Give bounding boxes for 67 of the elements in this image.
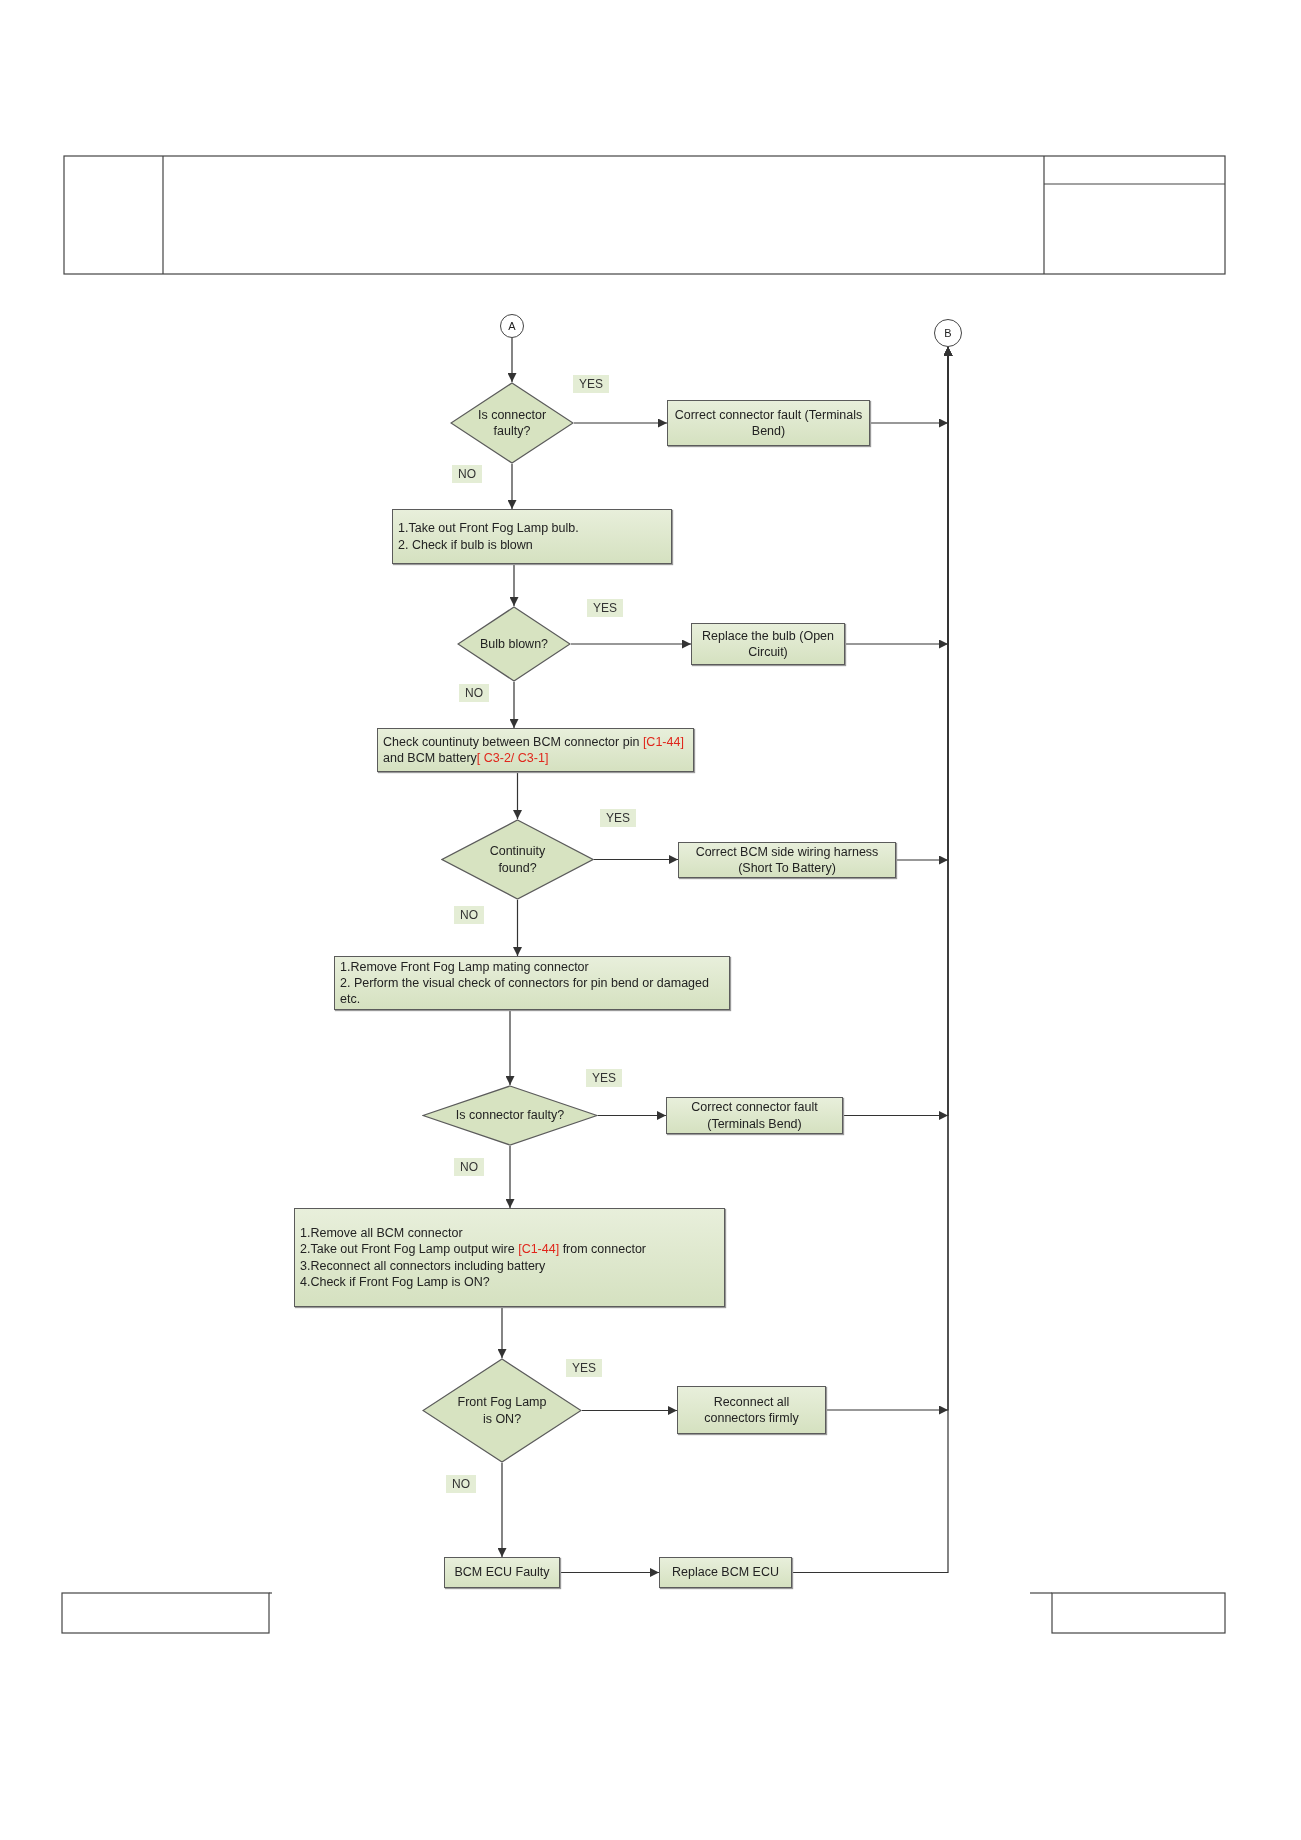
- arrow: [509, 681, 519, 729]
- arrow: [505, 1009, 515, 1086]
- step-text: Correct connector fault (Terminals Bend): [690, 1099, 819, 1132]
- arrow: [559, 1568, 660, 1577]
- arrow: [497, 1462, 507, 1558]
- arrow: [593, 855, 679, 864]
- decision-text: Is connector faulty?: [476, 406, 548, 440]
- edge-label: YES: [566, 1359, 602, 1377]
- edge-label: NO: [454, 906, 484, 924]
- process-box: [667, 400, 870, 446]
- step-text: 1.Remove all BCM connector: [300, 1225, 464, 1242]
- decision-text: Is connector faulty?: [455, 1107, 565, 1124]
- arrow: [497, 1306, 507, 1359]
- decision-text: Continuity found?: [488, 843, 547, 876]
- process-box: [677, 1386, 826, 1434]
- process-box: [444, 1557, 560, 1588]
- process-box: [294, 1208, 725, 1307]
- step-text: Check countinuty between BCM connector pin [C1-44] and BCM battery[ C3-2/ C3-1]: [383, 733, 685, 767]
- arrow: [791, 346, 953, 1574]
- arrow: [570, 639, 692, 649]
- step-text: 2. Perform the visual check of connectors for pin bend or damaged etc.: [340, 974, 710, 1008]
- edge-label: NO: [459, 684, 489, 702]
- process-box: [678, 842, 896, 878]
- process-box: [334, 956, 730, 1010]
- step-text: 1.Take out Front Fog Lamp bulb.: [398, 520, 580, 537]
- connector-circle: [500, 314, 524, 338]
- connector-label: B: [944, 325, 952, 341]
- process-box: [691, 623, 845, 665]
- edge-label: NO: [454, 1158, 484, 1176]
- arrow: [505, 1145, 515, 1209]
- step-text: Correct BCM side wiring harness (Short To Battery): [694, 843, 880, 877]
- step-text: Correct connector fault (Terminals Bend): [673, 406, 864, 440]
- edge-label: YES: [573, 375, 609, 393]
- arrow: [573, 418, 668, 428]
- step-text: BCM ECU Faulty: [454, 1564, 550, 1581]
- decision-diamond: [450, 382, 574, 464]
- edge-label: YES: [586, 1069, 622, 1087]
- arrow: [581, 1406, 678, 1415]
- edge-label: NO: [452, 465, 482, 483]
- decision-diamond: [457, 606, 571, 682]
- step-text: 3.Reconnect all connectors including battery: [300, 1257, 547, 1274]
- arrow: [513, 899, 522, 957]
- step-text: 2.Take out Front Fog Lamp output wire [C1-44] from connector: [300, 1241, 647, 1258]
- edge-label: YES: [587, 599, 623, 617]
- step-text: Replace the bulb (Open Circuit): [701, 627, 835, 661]
- connector-circle: [934, 319, 962, 347]
- decision-diamond: [422, 1085, 598, 1146]
- arrow: [509, 563, 519, 607]
- process-box: [392, 509, 672, 564]
- arrow: [597, 1111, 667, 1120]
- process-box: [659, 1557, 792, 1588]
- decision-text: Front Fog Lamp is ON?: [456, 1394, 548, 1427]
- step-text: Replace BCM ECU: [672, 1564, 779, 1581]
- step-text: 1.Remove Front Fog Lamp mating connector: [340, 958, 590, 975]
- arrow: [507, 463, 517, 510]
- step-text: 2. Check if bulb is blown: [398, 536, 534, 553]
- decision-diamond: [441, 819, 594, 900]
- edge-label: YES: [600, 809, 636, 827]
- step-text: Reconnect all connectors firmly: [703, 1393, 800, 1427]
- process-box: [666, 1097, 843, 1134]
- process-box: [377, 728, 694, 772]
- edge-label: NO: [446, 1475, 476, 1493]
- arrow: [513, 771, 522, 820]
- decision-text: Bulb blown?: [479, 635, 549, 653]
- connector-label: A: [508, 318, 516, 334]
- step-text: 4.Check if Front Fog Lamp is ON?: [300, 1273, 491, 1290]
- arrow: [507, 337, 517, 383]
